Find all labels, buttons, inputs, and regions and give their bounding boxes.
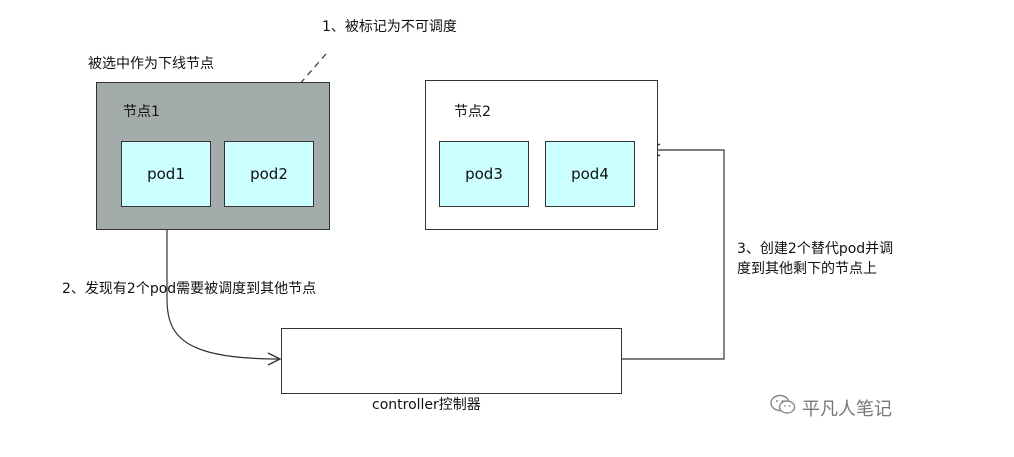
watermark-text: 平凡人笔记 [802, 398, 892, 420]
controller-box [281, 328, 622, 394]
pod-4: pod4 [545, 141, 635, 207]
pod-1: pod1 [121, 141, 211, 207]
step3-annotation-line2: 度到其他剩下的节点上 [737, 261, 877, 277]
node-2-label: 节点2 [454, 104, 491, 120]
node-1: 节点1 pod1 pod2 [96, 82, 330, 230]
watermark: 平凡人笔记 [770, 394, 892, 421]
wechat-icon [770, 394, 796, 421]
selected-offline-label: 被选中作为下线节点 [88, 56, 214, 72]
pod-3: pod3 [439, 141, 529, 207]
node-1-label: 节点1 [123, 104, 160, 120]
pod-2: pod2 [224, 141, 314, 207]
step1-annotation: 1、被标记为不可调度 [322, 19, 457, 35]
step2-annotation: 2、发现有2个pod需要被调度到其他节点 [62, 281, 317, 297]
node-2: 节点2 pod3 pod4 [425, 80, 658, 230]
controller-label: controller控制器 [372, 397, 481, 413]
step3-annotation-line1: 3、创建2个替代pod并调 [737, 241, 894, 257]
